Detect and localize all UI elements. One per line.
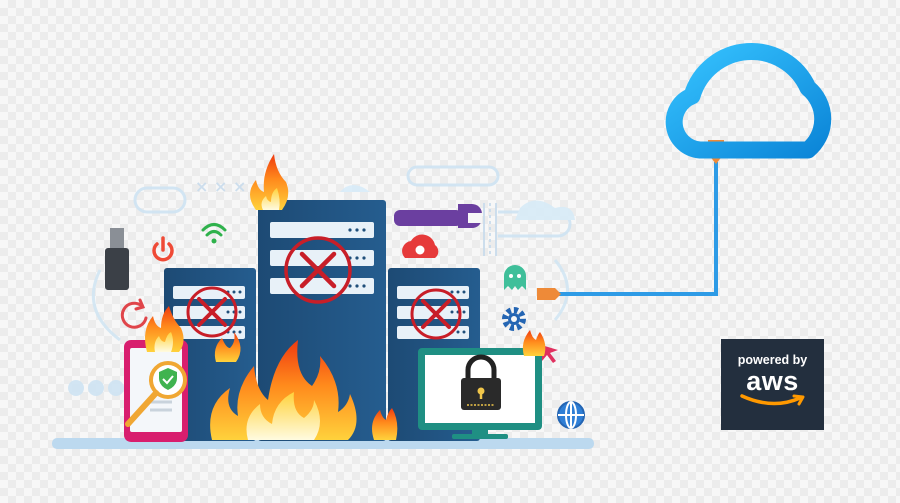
usb-drive-icon xyxy=(105,228,129,290)
fire-icon xyxy=(145,306,184,352)
padlock-icon xyxy=(465,354,497,379)
fire-icon xyxy=(214,332,241,362)
background-decorations: × × × xyxy=(68,165,575,396)
error-x-icon xyxy=(410,288,462,340)
aws-smile-icon xyxy=(739,394,804,406)
badge-line1: powered by xyxy=(737,353,808,367)
barcode-decoration xyxy=(483,203,497,256)
svg-text:× × ×: × × × xyxy=(195,177,246,196)
power-icon xyxy=(152,236,174,262)
fire-icon xyxy=(522,330,546,356)
fire-icon xyxy=(372,408,398,440)
gear-icon xyxy=(502,307,526,331)
error-x-icon xyxy=(186,286,238,338)
wifi-icon xyxy=(201,223,227,244)
badge-line2: aws xyxy=(746,366,799,396)
cloud-icon xyxy=(665,43,832,159)
wrench-icon xyxy=(394,204,482,228)
refresh-icon xyxy=(120,298,148,329)
globe-icon xyxy=(557,401,585,429)
error-x-icon xyxy=(284,236,352,304)
fire-icon xyxy=(250,154,289,210)
fire-icon xyxy=(210,340,357,440)
powered-by-aws-badge: powered by aws xyxy=(721,339,824,430)
lock-monitor-icon xyxy=(418,348,542,439)
dots-decoration xyxy=(68,380,124,396)
bug-icon xyxy=(504,265,526,290)
phone-shield-icon xyxy=(124,340,188,442)
cloud-alert-icon xyxy=(402,234,439,258)
